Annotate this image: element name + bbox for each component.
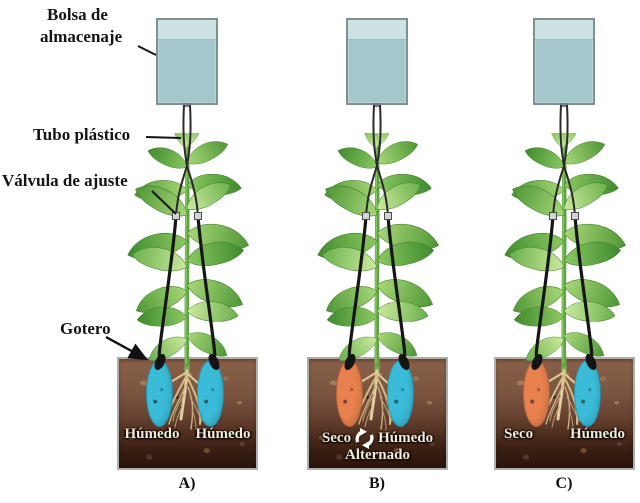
storage-bag <box>156 18 218 107</box>
panel-a: Húmedo Húmedo A) <box>92 0 282 503</box>
zone-state-left: Seco <box>504 426 534 442</box>
wetting-zone-right <box>574 360 601 427</box>
zone-state-left: Seco <box>321 430 352 446</box>
zone-state-left: Húmedo <box>124 426 180 442</box>
alternating-caption: Alternado <box>345 447 410 463</box>
zone-state-right: Húmedo <box>195 426 251 442</box>
soil-block: Seco Húmedo <box>494 357 635 470</box>
bag-outlet <box>183 103 191 107</box>
storage-bag-label-line2: almacenaje <box>40 27 123 46</box>
panel-letter: A) <box>178 475 196 492</box>
dry-zone-left <box>523 360 550 427</box>
dry-zone-left <box>336 360 363 427</box>
adjustment-valve-label: Válvula de ajuste <box>2 171 128 190</box>
zone-state-right: Húmedo <box>569 426 625 442</box>
soil-block: Húmedo Húmedo <box>117 357 258 470</box>
plant-and-tubes <box>479 103 640 372</box>
bag-air-gap <box>158 20 216 41</box>
storage-bag <box>346 18 408 107</box>
panel-b: Seco Húmedo Alternado B) <box>282 0 472 503</box>
panel-c: Seco Húmedo C) <box>469 0 640 503</box>
plastic-tube-label: Tubo plástico <box>33 125 131 144</box>
panel-letter: C) <box>555 475 573 492</box>
plant-and-tubes <box>292 103 462 372</box>
bag-outlet <box>373 103 381 107</box>
bag-air-gap <box>348 20 406 41</box>
wetting-zone-right <box>387 360 414 427</box>
bag-outlet <box>560 103 568 107</box>
storage-bag-label-line1: Bolsa de <box>47 5 108 24</box>
zone-state-right: Húmedo <box>378 430 434 446</box>
soil-block: Seco Húmedo Alternado <box>307 357 448 470</box>
panel-letter: B) <box>369 475 385 492</box>
storage-bag <box>533 18 595 107</box>
dripper-label: Gotero <box>60 319 111 338</box>
wetting-zone-left <box>146 360 173 427</box>
wetting-zone-right <box>197 360 224 427</box>
bag-air-gap <box>535 20 593 41</box>
